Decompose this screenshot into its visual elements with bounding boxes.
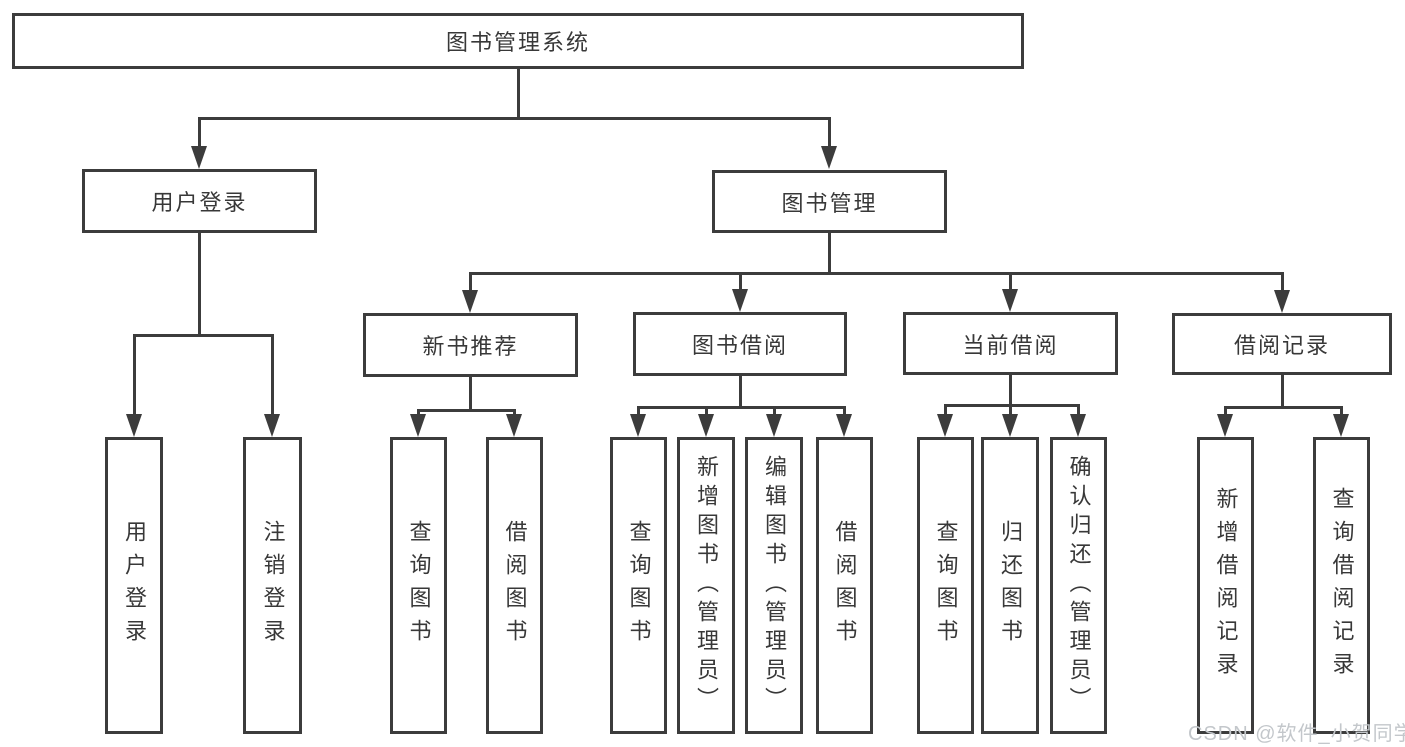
leaf-confirm-return-admin: 确认归还（管理员） [1050,437,1107,734]
connector-line [828,117,831,149]
leaf-label: 查询图书 [626,519,652,652]
connector-line [513,409,516,416]
leaf-edit-books-admin: 编辑图书（管理员） [745,437,803,734]
arrow-down-icon [506,414,522,437]
node-user-login: 用户登录 [82,169,317,233]
node-label: 新书推荐 [422,334,519,359]
connector-line [417,409,420,416]
leaf-label: 确认归还（管理员） [1066,455,1092,716]
connector-line [739,272,742,291]
leaf-label: 查询图书 [933,519,959,652]
node-borrowing-records: 借阅记录 [1172,313,1392,375]
connector-line [271,334,274,416]
leaf-label: 用户登录 [122,519,147,652]
leaf-label: 新增借阅记录 [1213,486,1239,685]
connector-line [773,406,776,416]
arrow-down-icon [1333,414,1349,437]
connector-line [469,272,472,292]
connector-line [637,406,640,416]
node-book-management: 图书管理 [712,170,947,233]
connector-line [198,233,201,336]
arrow-down-icon [1002,289,1018,312]
connector-line [637,406,846,409]
node-label: 用户登录 [151,190,248,215]
leaf-borrow-books-recommend: 借阅图书 [486,437,543,734]
connector-line [1009,375,1012,406]
node-label: 图书借阅 [691,333,788,358]
arrow-down-icon [766,414,782,437]
leaf-label: 新增图书（管理员） [694,455,719,716]
arrow-down-icon [126,414,142,437]
arrow-down-icon [937,414,953,437]
node-new-book-recommend: 新书推荐 [363,313,578,377]
connector-line [1077,404,1080,416]
arrow-down-icon [264,414,280,437]
leaf-label: 查询图书 [406,519,432,652]
node-current-borrowing: 当前借阅 [903,312,1118,375]
arrow-down-icon [410,414,426,437]
leaf-add-borrow-record: 新增借阅记录 [1197,437,1254,734]
connector-line [469,272,1284,275]
connector-line [133,334,274,337]
leaf-query-books-current: 查询图书 [917,437,974,734]
node-book-borrowing: 图书借阅 [633,312,847,376]
leaf-label: 借阅图书 [832,519,858,652]
leaf-label: 归还图书 [998,519,1023,652]
leaf-return-books: 归还图书 [981,437,1039,734]
arrow-down-icon [462,290,478,313]
arrow-down-icon [1274,290,1290,313]
leaf-query-books-recommend: 查询图书 [390,437,447,734]
connector-line [1224,406,1227,416]
connector-line [469,377,472,411]
leaf-logout: 注销登录 [243,437,302,734]
csdn-watermark: CSDN @软件_小贺同学 [1188,723,1405,745]
connector-line [843,406,846,416]
connector-line [705,406,708,416]
connector-line [1340,406,1343,416]
arrow-down-icon [821,146,837,169]
arrow-down-icon [836,414,852,437]
connector-line [1224,406,1343,409]
connector-line [517,69,520,119]
leaf-add-books-admin: 新增图书（管理员） [677,437,735,734]
arrow-down-icon [1002,414,1018,437]
connector-line [133,334,136,416]
connector-line [1281,375,1284,408]
connector-line [198,117,201,149]
arrow-down-icon [1070,414,1086,437]
connector-line [417,409,516,412]
node-library-system: 图书管理系统 [12,13,1024,69]
leaf-label: 借阅图书 [502,519,528,652]
connector-line [828,233,831,274]
arrow-down-icon [1217,414,1233,437]
arrow-down-icon [732,289,748,312]
leaf-borrow-books: 借阅图书 [816,437,873,734]
node-label: 图书管理 [781,190,878,216]
node-label: 当前借阅 [962,332,1059,358]
connector-line [739,376,742,408]
leaf-query-books-borrow: 查询图书 [610,437,667,734]
connector-line [1009,272,1012,291]
leaf-label: 编辑图书（管理员） [762,455,787,716]
connector-line [944,404,1080,407]
connector-line [1009,404,1012,416]
node-label: 图书管理系统 [445,30,590,55]
arrow-down-icon [630,414,646,437]
arrow-down-icon [698,414,714,437]
connector-line [198,117,831,120]
leaf-label: 注销登录 [260,519,286,652]
arrow-down-icon [191,146,207,169]
connector-line [1281,272,1284,292]
node-label: 借阅记录 [1233,333,1330,358]
leaf-label: 查询借阅记录 [1329,486,1355,685]
connector-line [944,404,947,416]
leaf-user-login: 用户登录 [105,437,163,734]
leaf-query-borrow-record: 查询借阅记录 [1313,437,1370,734]
